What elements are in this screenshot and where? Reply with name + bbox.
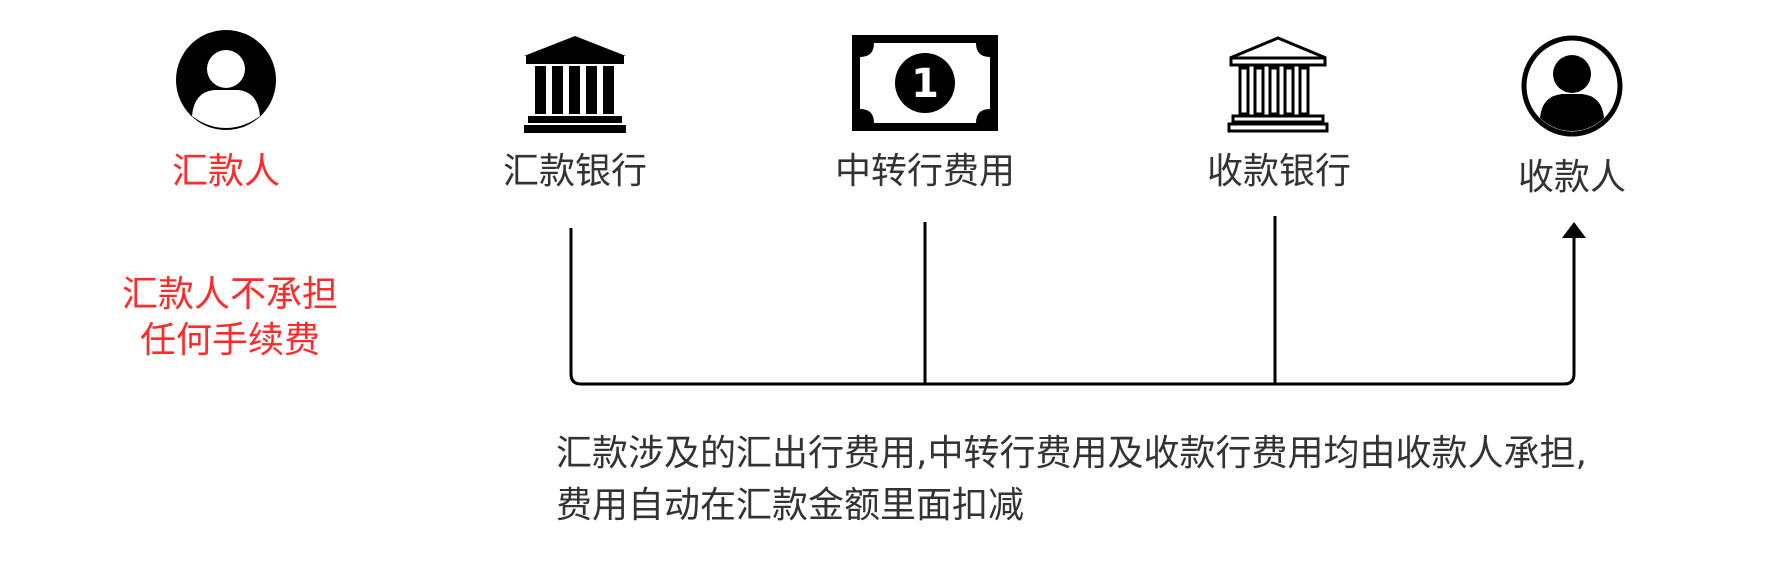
intermediary-fee-label: 中转行费用 [834, 151, 1015, 192]
arrow-up-icon [1562, 222, 1586, 238]
receiving-bank-label: 收款银行 [1206, 151, 1351, 192]
remitting-bank-label: 汇款银行 [502, 151, 647, 192]
bank-outline-icon [1227, 36, 1329, 133]
remitting-bank-drop-line [569, 228, 1576, 386]
fee-description-line2: 费用自动在汇款金额里面扣减 [556, 485, 1025, 526]
banknote-icon: 1 [852, 35, 998, 131]
user-icon [176, 30, 276, 130]
banknote-digit: 1 [911, 61, 939, 107]
remitter-note: 汇款人不承担 任何手续费 [100, 272, 360, 364]
payee-label: 收款人 [1517, 157, 1626, 198]
fee-description: 汇款涉及的汇出行费用,中转行费用及收款行费用均由收款人承担, 费用自动在汇款金额… [556, 428, 1587, 532]
bank-icon [524, 36, 626, 133]
fee-description-line1: 汇款涉及的汇出行费用,中转行费用及收款行费用均由收款人承担, [556, 433, 1587, 474]
user-circle-icon [1521, 35, 1623, 137]
remitter-note-line2: 任何手续费 [139, 320, 320, 361]
remitter-note-line1: 汇款人不承担 [121, 274, 338, 315]
remitter-label: 汇款人 [171, 151, 280, 192]
